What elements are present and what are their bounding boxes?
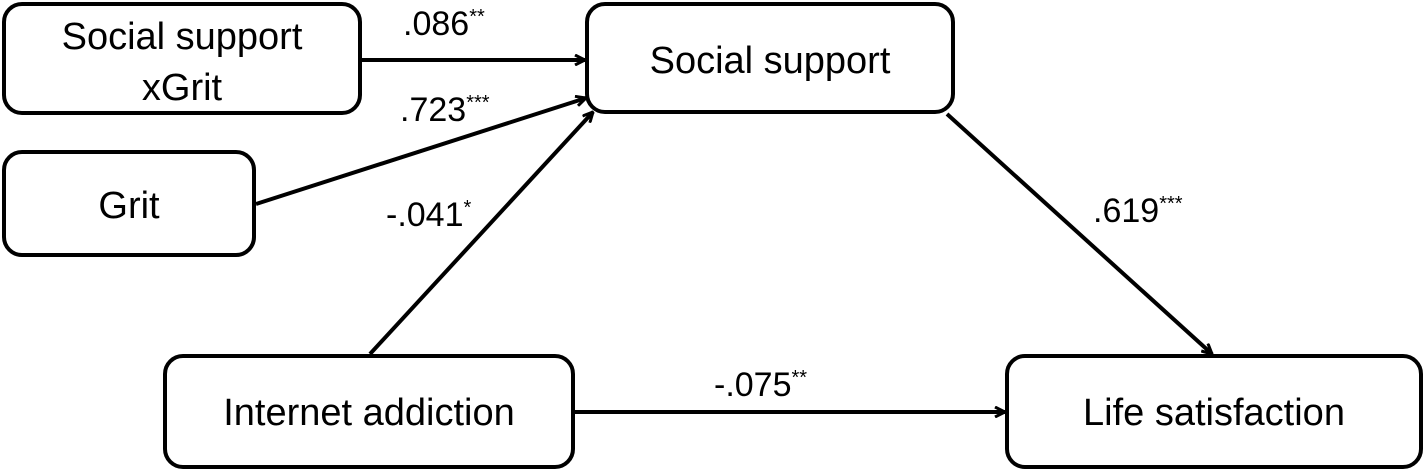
coef-internet-addiction-to-life-satisfaction: -.075**: [714, 366, 807, 404]
coef-value: .086: [403, 5, 469, 43]
coef-significance: ***: [1159, 193, 1183, 215]
internet-addiction-node-box: [163, 354, 575, 469]
interaction-node-label-line2: xGrit: [142, 67, 223, 109]
life-satisfaction-node-label: Life satisfaction: [1083, 392, 1345, 434]
coef-social-support-to-life-satisfaction: .619***: [1093, 192, 1183, 230]
coef-significance: ***: [466, 92, 490, 114]
internet-addiction-node-label: Internet addiction: [223, 392, 515, 434]
arrow-grit-to-social-support: [255, 98, 586, 206]
coef-grit-to-social-support: .723***: [400, 91, 490, 129]
coef-significance: **: [792, 367, 808, 389]
grit-node-label: Grit: [98, 185, 160, 227]
coef-internet-addiction-to-social-support: -.041*: [386, 196, 472, 234]
interaction-node-label-line1: Social support: [62, 16, 303, 58]
coef-significance: *: [464, 197, 472, 219]
arrow-internet-addiction-to-social-support: [368, 112, 593, 356]
coef-value: -.075: [714, 366, 792, 404]
interaction-node-box: [2, 2, 362, 115]
grit-node-box: [2, 150, 256, 257]
coef-value: -.041: [386, 196, 464, 234]
coef-value: .723: [400, 91, 466, 129]
coef-value: .619: [1093, 192, 1159, 230]
social-support-node-label: Social support: [650, 40, 891, 82]
arrow-social-support-to-life-satisfaction: [945, 112, 1212, 354]
coef-interaction-to-social-support: .086**: [403, 5, 485, 43]
coef-significance: **: [469, 6, 485, 28]
social-support-node-box: [585, 2, 955, 114]
